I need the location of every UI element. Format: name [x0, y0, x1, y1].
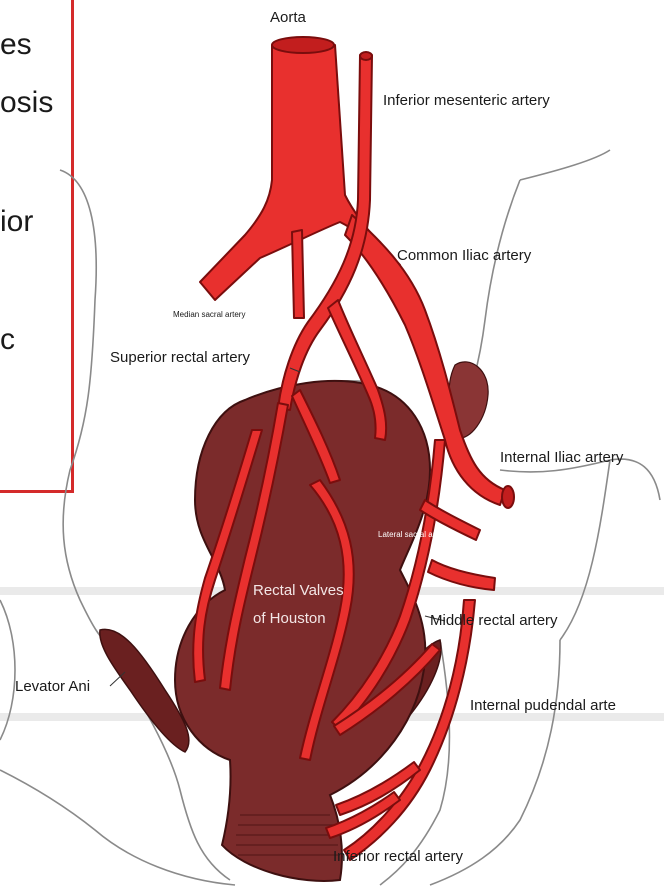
label-superior-rectal-artery: Superior rectal artery	[110, 350, 250, 365]
label-internal-pudendal-artery: Internal pudendal arte	[470, 698, 616, 713]
label-lateral-sacral-artery: Lateral sacral artery	[378, 531, 449, 539]
label-inferior-mesenteric-artery: Inferior mesenteric artery	[383, 93, 550, 108]
middle-rectal-side-branch	[428, 560, 495, 590]
label-aorta: Aorta	[270, 10, 306, 25]
label-median-sacral-artery: Median sacral artery	[173, 311, 245, 319]
label-levator-ani: Levator Ani	[15, 679, 90, 694]
aorta-opening	[272, 37, 334, 53]
label-inferior-rectal-artery: Inferior rectal artery	[333, 849, 463, 864]
internal-iliac-opening	[502, 486, 514, 508]
label-rectal-valves-line1: Rectal Valves	[253, 583, 344, 598]
label-rectal-valves-line2: of Houston	[253, 611, 326, 626]
label-middle-rectal-artery: Middle rectal artery	[430, 613, 558, 628]
label-common-iliac-artery: Common Iliac artery	[397, 248, 531, 263]
median-sacral-vessel	[292, 230, 304, 318]
ima-opening	[360, 52, 372, 60]
label-internal-iliac-artery: Internal Iliac artery	[500, 450, 623, 465]
